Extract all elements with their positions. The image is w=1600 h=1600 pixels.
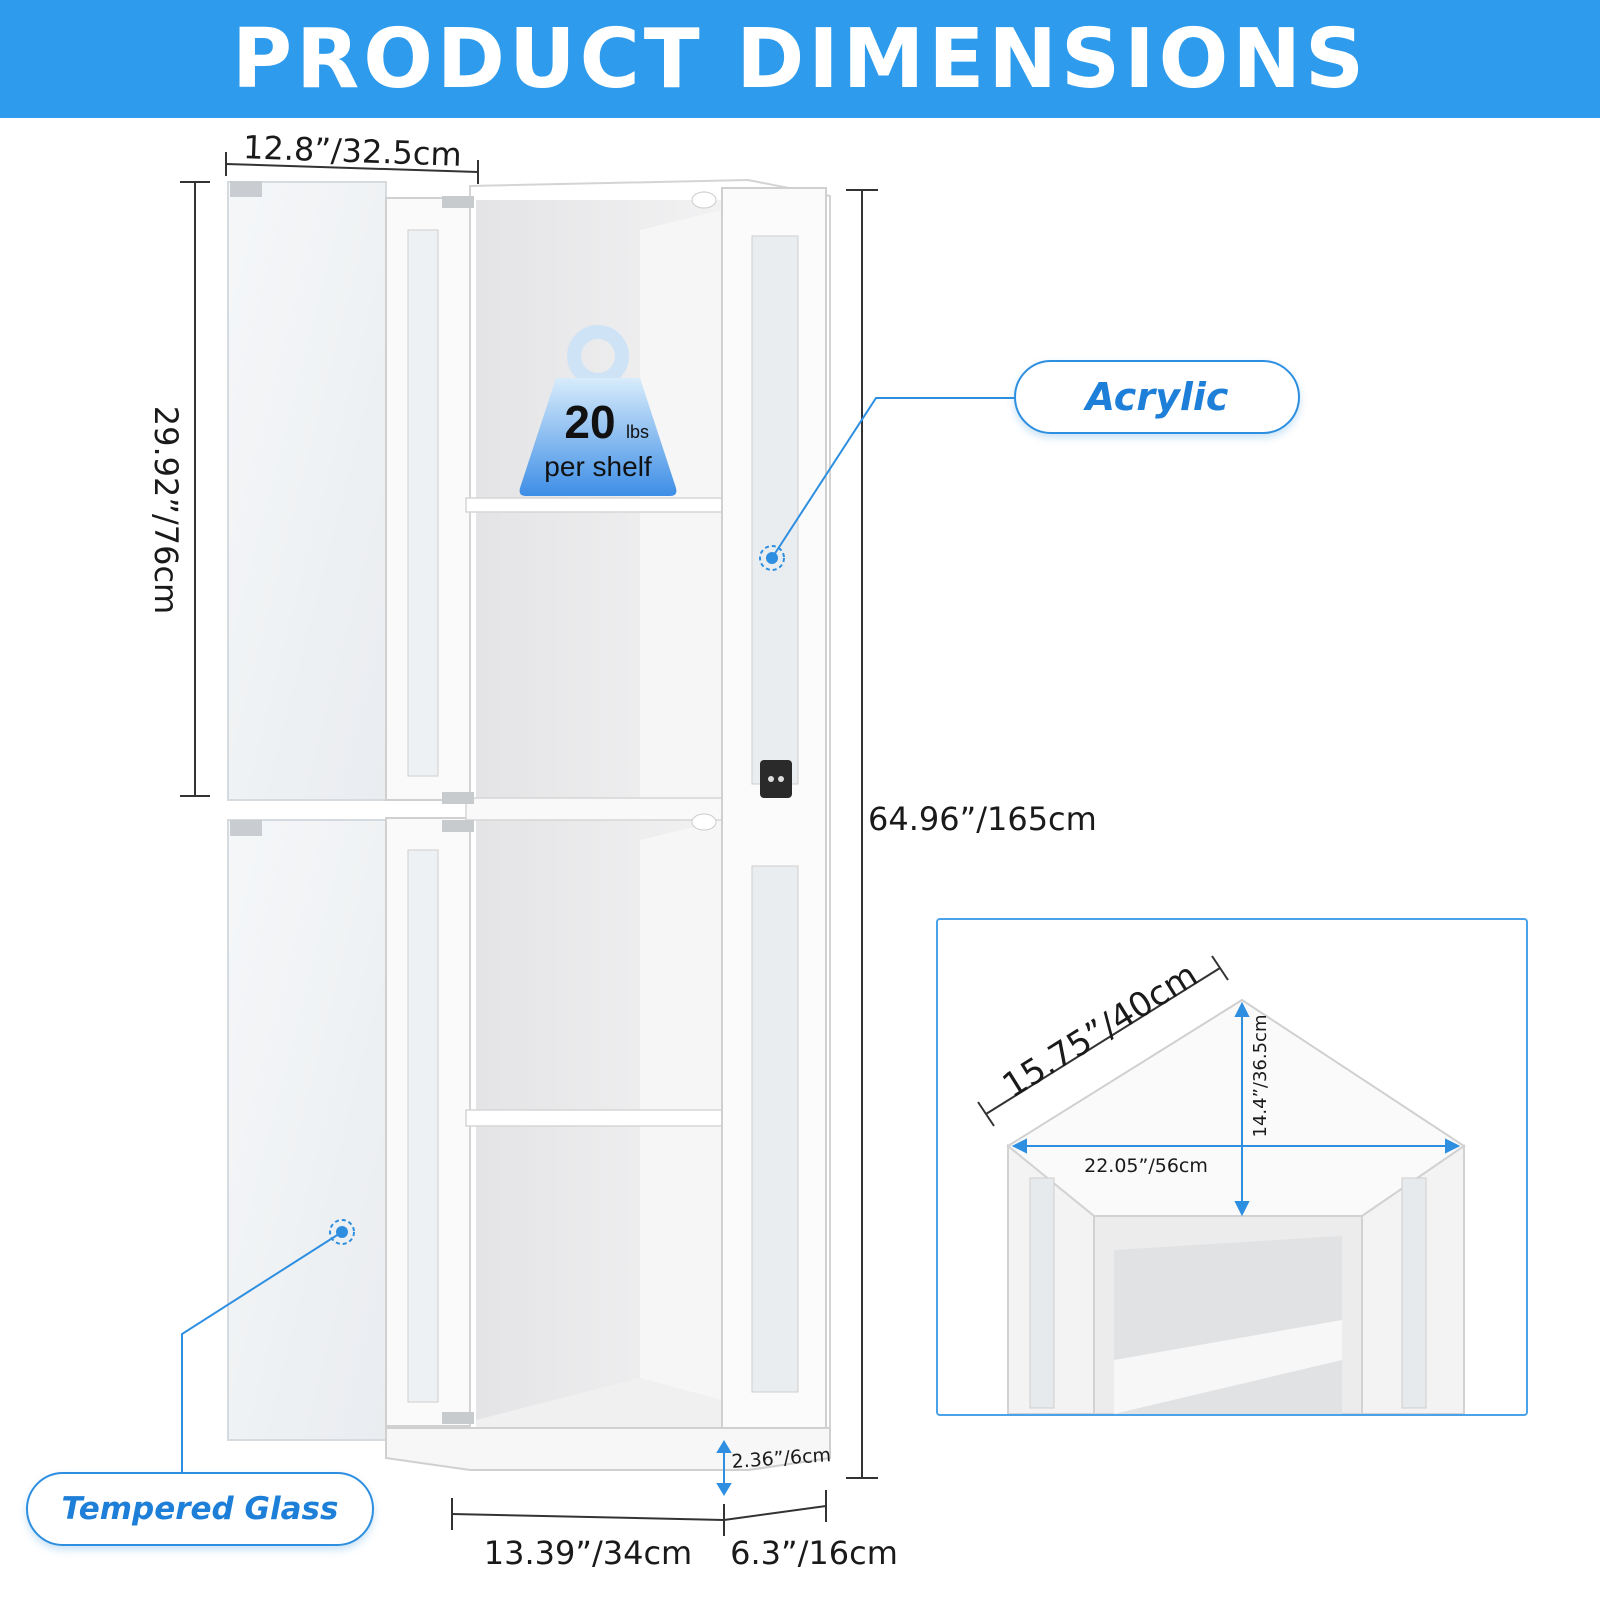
title-banner: PRODUCT DIMENSIONS bbox=[0, 0, 1600, 118]
upper-height-label: 29.92”/76cm bbox=[147, 406, 185, 614]
acrylic-marker-icon bbox=[759, 545, 785, 571]
side-width-label: 6.3”/16cm bbox=[730, 1534, 898, 1572]
weight-caption: per shelf bbox=[544, 451, 652, 482]
weight-unit: lbs bbox=[626, 422, 649, 442]
cabinet-body bbox=[385, 178, 831, 1472]
inset-diagonal-label: 22.05”/56cm bbox=[1084, 1155, 1208, 1177]
callout-leaders bbox=[181, 397, 1014, 1472]
glass-marker-icon bbox=[329, 1219, 355, 1245]
acrylic-label: Acrylic bbox=[1085, 375, 1229, 419]
top-view-diagram: 15.75”/40cm 14.4”/36.5cm 22.05”/56cm bbox=[977, 955, 1466, 1414]
weight-icon bbox=[519, 325, 677, 496]
depth-arrow bbox=[1011, 1001, 1461, 1217]
tempered-glass-callout: Tempered Glass bbox=[26, 1472, 374, 1546]
front-width-label: 13.39”/34cm bbox=[484, 1534, 692, 1572]
dimension-lines bbox=[180, 152, 878, 1536]
top-view-inset: 15.75”/40cm 14.4”/36.5cm 22.05”/56cm bbox=[936, 918, 1528, 1416]
upper-glass-door bbox=[227, 181, 387, 801]
page-title: PRODUCT DIMENSIONS bbox=[231, 11, 1369, 107]
weight-value: 20 bbox=[564, 396, 615, 448]
lock-icon bbox=[760, 760, 792, 798]
door-width-label: 12.8”/32.5cm bbox=[242, 128, 462, 174]
total-height-label: 64.96”/165cm bbox=[868, 800, 1097, 838]
base-height-arrow bbox=[716, 1440, 732, 1496]
inset-depth-label: 14.4”/36.5cm bbox=[1250, 1015, 1271, 1138]
acrylic-callout: Acrylic bbox=[1014, 360, 1300, 434]
tempered-glass-label: Tempered Glass bbox=[61, 1491, 339, 1527]
